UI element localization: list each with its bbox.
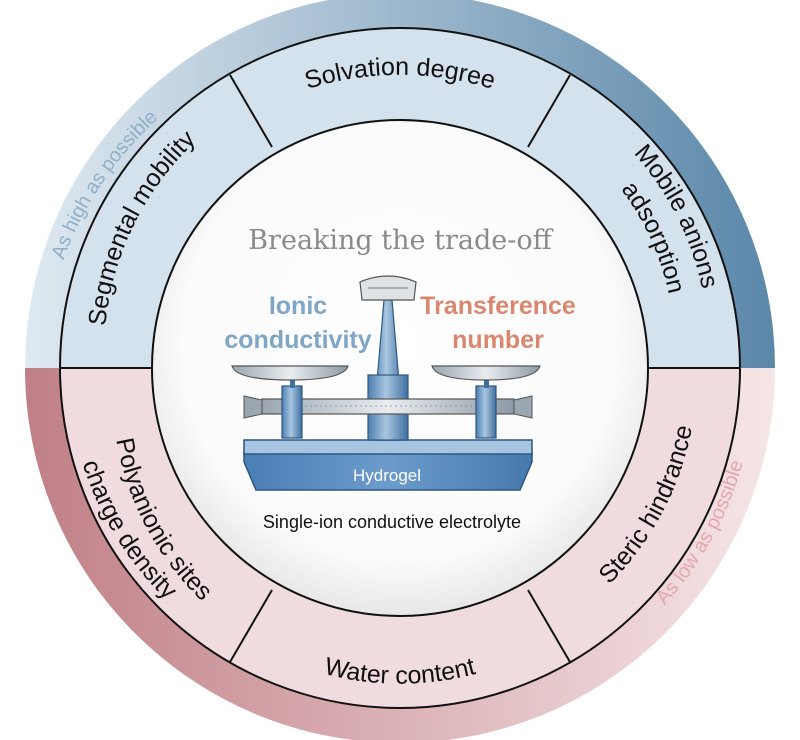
center-title: Breaking the trade-off xyxy=(248,225,553,256)
segment-divider xyxy=(527,74,571,148)
segment-divider xyxy=(229,589,273,663)
segment-divider xyxy=(229,74,273,148)
hydrogel-label: Hydrogel xyxy=(353,466,421,485)
ionic-conductivity-line1: Ionic xyxy=(269,292,327,320)
center-disc xyxy=(151,119,649,617)
balance-scale-icon xyxy=(231,275,541,491)
ionic-conductivity-line2: conductivity xyxy=(224,326,371,354)
center-caption: Single-ion conductive electrolyte xyxy=(263,512,521,532)
transference-number-line2: number xyxy=(452,326,544,354)
segment-divider xyxy=(527,589,571,663)
transference-number-line1: Transference xyxy=(420,292,576,320)
